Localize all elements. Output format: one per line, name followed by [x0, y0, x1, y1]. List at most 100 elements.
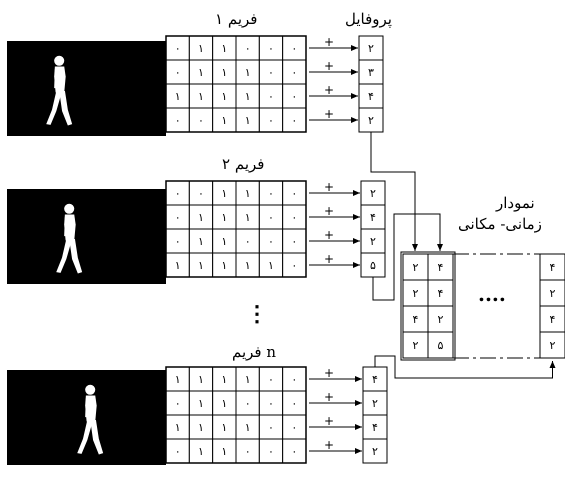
spatiotemporal-title-line2: زمانی- مکانی [458, 215, 542, 233]
spatiotemporal-cell [539, 331, 565, 359]
connector-profile-2 [372, 213, 443, 301]
spatiotemporal-value: ۴ [438, 261, 444, 274]
spatiotemporal-cell [427, 331, 454, 359]
spatiotemporal-cell [427, 305, 454, 333]
profile-cell [362, 438, 388, 464]
grid-cell-value: ۰ [268, 114, 274, 127]
grid-cell-value: ۱ [268, 259, 274, 272]
profile-value: ۴ [372, 421, 378, 434]
spatiotemporal-value: ۴ [550, 261, 556, 274]
grid-cell-value: ۱ [245, 211, 251, 224]
grid-cell-value: ۰ [291, 397, 297, 410]
grid-cell-value: ۰ [268, 42, 274, 55]
grid-cell-value: ۰ [245, 235, 251, 248]
grid-cell-value: ۱ [198, 66, 204, 79]
spatiotemporal-cell [539, 305, 565, 333]
plus-sign: + [324, 35, 334, 49]
grid-cell-value: ۱ [221, 42, 227, 55]
frame-n-label: فریم n [232, 343, 277, 361]
grid-cell-value: ۱ [221, 235, 227, 248]
profile-cell [358, 35, 384, 61]
grid-cell-value: ۱ [198, 397, 204, 410]
grid-cell-value: ۱ [175, 90, 181, 103]
plus-sign: + [324, 366, 334, 380]
profile-value: ۲ [370, 235, 376, 248]
grid-cell-value: ۱ [198, 421, 204, 434]
spatiotemporal-value: ۲ [413, 261, 419, 274]
spatiotemporal-value: ۴ [550, 313, 556, 326]
grid-cell-value: ۱ [221, 90, 227, 103]
frame-2-label: فریم ۲ [222, 155, 265, 173]
spatiotemporal-left-border [400, 251, 456, 361]
grid-cell-value: ۰ [245, 42, 251, 55]
grid-cell-value: ۰ [175, 235, 181, 248]
grid-cell-value: ۰ [291, 90, 297, 103]
grid-cell-value: ۱ [221, 421, 227, 434]
profile-cell [362, 390, 388, 416]
grid-cell-value: ۱ [245, 421, 251, 434]
grid-cell-value: ۱ [221, 259, 227, 272]
grid-cell-value: ۰ [268, 187, 274, 200]
spatiotemporal-cell [427, 253, 454, 281]
grid-cell-value: ۱ [245, 373, 251, 386]
grid-cell-value: ۱ [221, 211, 227, 224]
grid-cell-value: ۱ [221, 397, 227, 410]
grid-cell-value: ۱ [245, 90, 251, 103]
grid-cell-value: ۰ [291, 235, 297, 248]
spatiotemporal-value: ۲ [413, 287, 419, 300]
grid-cell-value: ۱ [198, 90, 204, 103]
grid-cell-value: ۱ [245, 187, 251, 200]
profile-cell [358, 59, 384, 85]
profile-label: پروفایل [345, 10, 392, 28]
grid-cell-value: ۰ [175, 114, 181, 127]
plus-sign: + [324, 252, 334, 266]
spatiotemporal-value: ۴ [413, 313, 419, 326]
profile-cell [362, 366, 388, 392]
spatiotemporal-value: ۲ [550, 339, 556, 352]
grid-cell-value: ۰ [245, 445, 251, 458]
profile-cell [360, 252, 386, 278]
profile-value: ۵ [370, 259, 376, 272]
profile-cell [360, 180, 386, 206]
grid-cell-value: ۰ [291, 187, 297, 200]
grid-cell-value: ۱ [245, 259, 251, 272]
grid-cell-value: ۰ [291, 211, 297, 224]
plus-sign: + [324, 390, 334, 404]
profile-value: ۴ [368, 90, 374, 103]
grid-cell-value: ۰ [175, 42, 181, 55]
grid-cell-value: ۰ [245, 397, 251, 410]
spatiotemporal-value: ۲ [438, 313, 444, 326]
grid-cell-value: ۱ [198, 235, 204, 248]
grid-cell-value: ۰ [268, 66, 274, 79]
spatiotemporal-value: ۲ [550, 287, 556, 300]
walking-person-icon [46, 55, 73, 126]
plus-sign: + [324, 204, 334, 218]
profile-value: ۲ [372, 397, 378, 410]
connector-profile-n [374, 355, 556, 379]
spatiotemporal-ellipsis: .... [478, 282, 506, 306]
spatiotemporal-title-line1: نمودار [496, 194, 535, 212]
grid-cell-value: ۱ [198, 42, 204, 55]
grid-cell-value: ۰ [268, 211, 274, 224]
grid-cell-value: ۱ [175, 259, 181, 272]
spatiotemporal-cell [402, 331, 429, 359]
plus-sign: + [324, 83, 334, 97]
grid-cell-value: ۰ [268, 445, 274, 458]
plus-sign: + [324, 414, 334, 428]
plus-sign: + [324, 438, 334, 452]
grid-cell-value: ۰ [291, 42, 297, 55]
spatiotemporal-value: ۲ [413, 339, 419, 352]
grid-cell-value: ۰ [175, 211, 181, 224]
profile-value: ۲ [370, 187, 376, 200]
frame-image [7, 189, 166, 284]
frame-1-label: فریم ۱ [215, 10, 258, 28]
grid-cell-value: ۱ [221, 114, 227, 127]
profile-value: ۲ [372, 445, 378, 458]
grid-border [165, 366, 307, 464]
vertical-ellipsis: ⋮ [246, 301, 268, 327]
grid-cell-value: ۰ [291, 66, 297, 79]
profile-value: ۳ [368, 66, 374, 79]
grid-cell-value: ۰ [268, 90, 274, 103]
